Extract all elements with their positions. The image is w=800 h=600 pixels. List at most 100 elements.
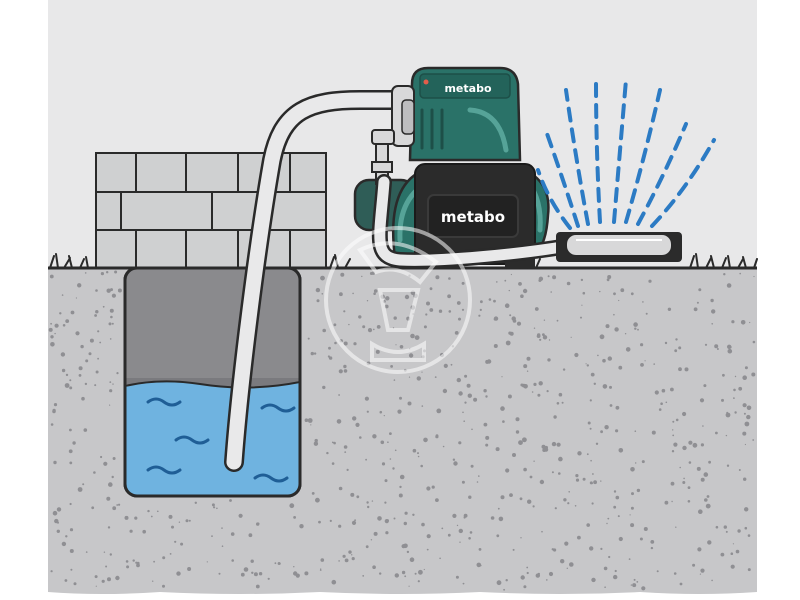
ground-speckle <box>675 526 677 528</box>
ground-speckle <box>485 395 488 398</box>
ground-speckle <box>497 507 500 510</box>
ground-speckle <box>589 427 592 430</box>
ground-speckle <box>656 570 659 573</box>
ground-speckle <box>383 415 385 417</box>
ground-speckle <box>359 436 362 439</box>
ground-speckle <box>369 272 373 275</box>
ground-speckle <box>703 472 709 477</box>
ground-speckle <box>421 522 425 527</box>
ground-speckle <box>631 492 634 496</box>
ground-speckle <box>426 548 429 551</box>
ground-speckle <box>630 506 634 510</box>
ground-speckle <box>732 543 735 545</box>
ground-speckle <box>580 278 584 282</box>
ground-speckle <box>600 430 603 434</box>
ground-speckle <box>552 275 557 280</box>
ground-speckle <box>75 331 80 336</box>
ground-speckle <box>313 352 317 355</box>
ground-speckle <box>485 435 490 440</box>
ground-speckle <box>458 317 461 321</box>
ground-speckle <box>582 291 586 295</box>
ground-speckle <box>109 553 113 556</box>
ground-speckle <box>523 364 528 369</box>
ground-speckle <box>730 564 735 569</box>
ground-speckle <box>483 422 488 427</box>
ground-speckle <box>699 398 705 403</box>
ground-speckle <box>111 293 116 298</box>
ground-speckle <box>93 471 96 474</box>
ground-speckle <box>471 428 473 431</box>
ground-speckle <box>61 541 67 547</box>
ground-speckle <box>353 342 357 346</box>
ground-speckle <box>326 451 329 455</box>
ground-speckle <box>606 278 610 282</box>
ground-speckle <box>157 510 159 513</box>
ground-speckle <box>53 403 58 407</box>
ground-speckle <box>348 550 352 554</box>
ground-speckle <box>493 299 496 303</box>
ground-speckle <box>551 441 557 447</box>
ground-speckle <box>95 289 98 292</box>
top-brand-label: metabo <box>444 82 491 95</box>
ground-speckle <box>618 448 624 453</box>
ground-speckle <box>595 442 599 445</box>
ground-speckle <box>384 501 387 504</box>
ground-speckle <box>515 417 520 422</box>
ground-speckle <box>88 352 92 356</box>
ground-speckle <box>315 497 320 503</box>
ground-speckle <box>103 551 106 553</box>
ground-speckle <box>343 341 348 346</box>
ground-speckle <box>134 516 138 520</box>
ground-speckle <box>725 412 731 418</box>
ground-speckle <box>206 561 208 563</box>
ground-speckle <box>526 370 529 372</box>
ground-speckle <box>510 273 512 276</box>
ground-speckle <box>523 467 527 472</box>
ground-speckle <box>593 382 596 385</box>
ground-speckle <box>554 507 557 510</box>
ground-speckle <box>435 434 439 437</box>
ground-speckle <box>95 310 99 314</box>
ground-speckle <box>124 515 129 520</box>
ground-speckle <box>417 580 420 583</box>
ground-speckle <box>642 301 644 303</box>
ground-speckle <box>700 443 705 447</box>
ground-speckle <box>637 328 639 331</box>
ground-speckle <box>456 524 459 527</box>
ground-speckle <box>636 488 641 493</box>
ground-speckle <box>116 372 119 375</box>
ground-speckle <box>697 547 702 552</box>
ground-speckle <box>331 462 335 465</box>
ground-speckle <box>188 519 191 522</box>
ground-speckle <box>89 338 94 343</box>
ground-speckle <box>75 297 77 299</box>
ground-speckle <box>516 321 522 326</box>
ground-speckle <box>698 288 702 292</box>
ground-speckle <box>476 562 482 568</box>
ground-speckle <box>478 314 481 317</box>
ground-speckle <box>399 396 402 400</box>
ground-speckle <box>650 546 654 550</box>
ground-speckle <box>112 457 116 460</box>
ground-speckle <box>52 409 56 414</box>
ground-speckle <box>251 571 254 574</box>
ground-speckle <box>319 569 322 571</box>
ground-speckle <box>508 331 512 335</box>
ground-speckle <box>470 464 474 468</box>
ground-speckle <box>636 581 639 583</box>
ground-speckle <box>373 292 376 296</box>
ground-speckle <box>672 429 674 431</box>
ground-speckle <box>392 467 395 470</box>
ground-speckle <box>490 516 495 520</box>
ground-speckle <box>640 343 644 347</box>
ground-speckle <box>586 523 590 527</box>
ground-speckle <box>94 384 97 387</box>
ground-speckle <box>78 366 83 371</box>
ground-speckle <box>722 373 725 377</box>
ground-speckle <box>95 585 97 587</box>
ground-speckle <box>366 300 369 302</box>
ground-speckle <box>546 390 549 393</box>
ground-speckle <box>338 560 340 562</box>
ground-speckle <box>385 296 390 301</box>
ground-speckle <box>507 394 512 399</box>
